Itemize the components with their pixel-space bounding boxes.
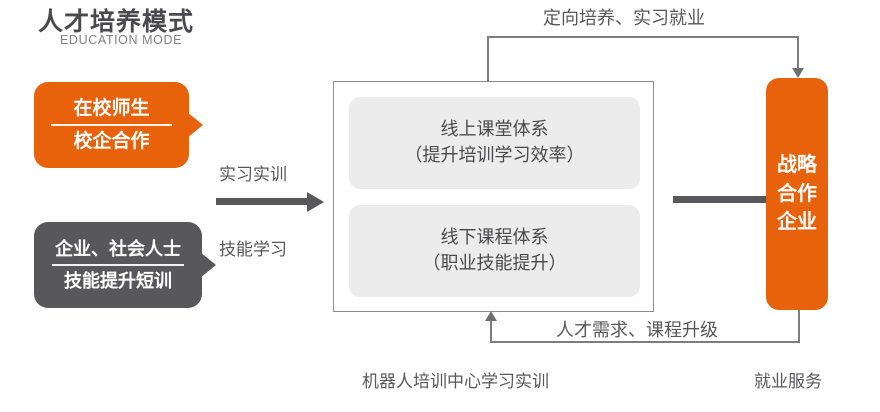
- loop-top-segment-right-vertical: [797, 36, 799, 69]
- loop-bottom-segment-right-vertical: [798, 310, 800, 342]
- loop-bottom-arrow-up-icon: [485, 311, 497, 321]
- page-subtitle: EDUCATION MODE: [60, 33, 183, 47]
- strategic-partner-box[interactable]: 战略 合作 企业: [766, 78, 828, 310]
- callout-enterprise-line1: 企业、社会人士: [55, 239, 181, 260]
- callout-students-line1: 在校师生: [73, 98, 150, 120]
- arrow-head: [307, 192, 324, 212]
- online-course-line1: 线上课堂体系: [440, 119, 549, 140]
- callout-enterprise-divider: [52, 263, 184, 266]
- loop-bottom-segment-horizontal: [490, 341, 800, 343]
- offline-course-line1: 线下课程体系: [440, 227, 549, 248]
- loop-bottom-segment-left-vertical: [490, 320, 492, 341]
- callout-enterprise-tail-icon: [200, 252, 216, 278]
- callout-enterprise-line2: 技能提升短训: [64, 270, 172, 291]
- loop-top-arrow-down-icon: [792, 68, 804, 78]
- flow-label-practice: 实习实训: [219, 165, 287, 184]
- loop-top-segment-left-vertical: [487, 36, 489, 82]
- arrow-shaft: [216, 198, 309, 205]
- loop-label-talent-demand: 人才需求、课程升级: [556, 320, 718, 340]
- flow-label-skill-learning: 技能学习: [219, 240, 287, 259]
- loop-top-segment-horizontal: [487, 36, 798, 38]
- arrow-right-icon-inflow: [216, 192, 324, 212]
- caption-employment-service: 就业服务: [754, 372, 822, 391]
- callout-students-tail-icon: [187, 112, 203, 138]
- callout-students-line2: 校企合作: [73, 130, 150, 152]
- inner-box-offline-course[interactable]: 线下课程体系 （职业技能提升）: [349, 205, 640, 297]
- arrow-shaft: [673, 196, 768, 203]
- callout-students-divider: [51, 123, 172, 126]
- offline-course-line2: （职业技能提升）: [422, 253, 567, 273]
- callout-enterprise-social[interactable]: 企业、社会人士 技能提升短训: [34, 222, 216, 308]
- inner-box-online-course[interactable]: 线上课堂体系 （提升培训学习效率）: [349, 97, 640, 189]
- caption-training-center: 机器人培训中心学习实训: [362, 372, 549, 391]
- callout-students[interactable]: 在校师生 校企合作: [34, 82, 203, 168]
- strategic-partner-line2: 合作: [777, 182, 817, 205]
- strategic-partner-line3: 企业: [777, 211, 817, 234]
- page-title: 人才培养模式: [38, 8, 195, 36]
- training-center-box: 线上课堂体系 （提升培训学习效率） 线下课程体系 （职业技能提升）: [333, 81, 654, 312]
- loop-label-directed-training: 定向培养、实习就业: [543, 8, 705, 28]
- online-course-line2: （提升培训学习效率）: [404, 145, 585, 165]
- strategic-partner-line1: 战略: [777, 154, 817, 177]
